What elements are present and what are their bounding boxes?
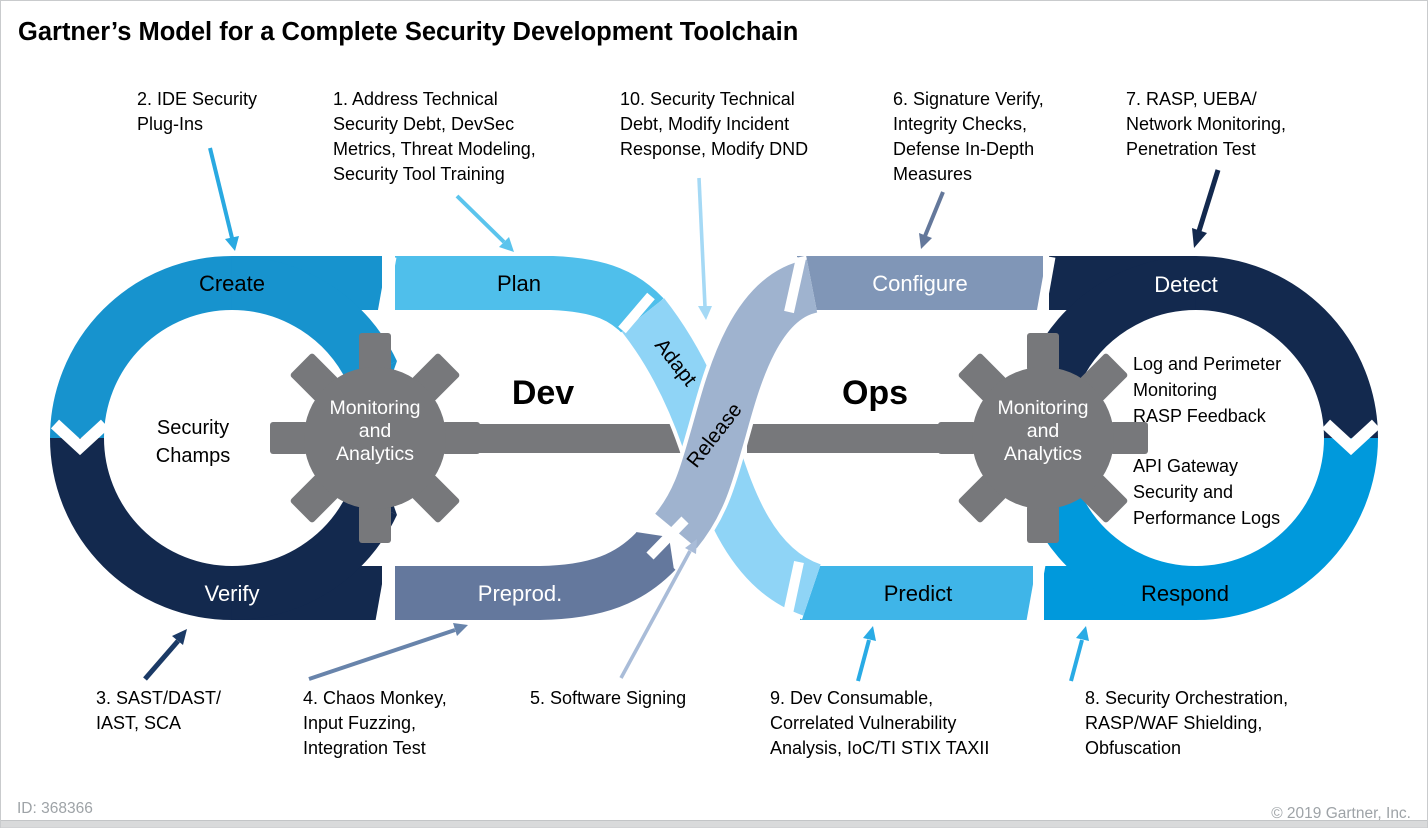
annotation-4: 4. Chaos Monkey,Input Fuzzing,Integratio… bbox=[303, 688, 447, 758]
segment-predict-label: Predict bbox=[884, 581, 952, 606]
annotation-5-arrow-icon bbox=[619, 539, 697, 679]
page-title: Gartner’s Model for a Complete Security … bbox=[18, 18, 798, 46]
segment-plan-label: Plan bbox=[497, 271, 541, 296]
annotation-3-arrow-icon bbox=[143, 629, 187, 681]
segment-detect-label: Detect bbox=[1154, 272, 1218, 297]
annotation-4-arrow-icon bbox=[308, 623, 468, 681]
gap-create-verify-chevron bbox=[50, 419, 110, 456]
annotation-7-arrow-icon bbox=[1192, 169, 1221, 248]
segment-verify-label: Verify bbox=[204, 581, 259, 606]
segment-create-label: Create bbox=[199, 271, 265, 296]
annotation-8-arrow-icon bbox=[1069, 626, 1089, 682]
annotation-8: 8. Security Orchestration,RASP/WAF Shiel… bbox=[1085, 688, 1288, 758]
segment-detect-band bbox=[1049, 256, 1378, 439]
dev-gear-icon bbox=[270, 333, 480, 543]
segment-preprod-band bbox=[395, 531, 676, 620]
gap-preprod-release bbox=[646, 516, 689, 560]
gap-detect-respond-chevron bbox=[1321, 419, 1381, 456]
gap-configure-detect bbox=[1036, 256, 1056, 314]
gap-adapt-predict bbox=[782, 560, 804, 620]
gap-release-configure bbox=[784, 256, 806, 314]
segment-respond-label: Respond bbox=[1141, 581, 1229, 606]
segment-preprod-label: Preprod. bbox=[478, 581, 562, 606]
annotation-6-arrow-icon bbox=[919, 191, 945, 249]
ops-label: Ops bbox=[842, 374, 908, 412]
annotation-9: 9. Dev Consumable,Correlated Vulnerabili… bbox=[770, 688, 989, 758]
annotation-7: 7. RASP, UEBA/Network Monitoring,Penetra… bbox=[1126, 89, 1286, 159]
segment-detect-curl bbox=[1031, 256, 1197, 385]
annotation-2-arrow-icon bbox=[208, 147, 239, 251]
annotation-1-arrow-icon bbox=[455, 194, 514, 252]
segment-respond-curl bbox=[1031, 491, 1197, 620]
ops-gear-icon bbox=[938, 333, 1148, 543]
annotation-5: 5. Software Signing bbox=[530, 688, 686, 708]
annotation-10-arrow-icon bbox=[697, 177, 712, 320]
doc-id: ID: 368366 bbox=[17, 800, 93, 817]
segment-respond-band bbox=[1044, 437, 1378, 620]
annotation-9-arrow-icon bbox=[856, 626, 876, 682]
segment-configure-label: Configure bbox=[872, 271, 967, 296]
gap-verify-preprod bbox=[375, 564, 395, 622]
segment-release-band bbox=[654, 259, 820, 549]
bottom-strip bbox=[1, 821, 1427, 828]
gap-create-plan bbox=[377, 256, 397, 314]
gap-predict-respond bbox=[1026, 564, 1046, 622]
annotation-3: 3. SAST/DAST/IAST, SCA bbox=[96, 688, 221, 733]
copyright: © 2019 Gartner, Inc. bbox=[1271, 805, 1411, 822]
dev-label: Dev bbox=[512, 374, 574, 412]
annotation-6: 6. Signature Verify,Integrity Checks,Def… bbox=[893, 89, 1044, 184]
segment-create-band bbox=[50, 256, 382, 439]
gap-plan-adapt bbox=[618, 292, 655, 334]
segment-verify-band bbox=[50, 437, 382, 620]
